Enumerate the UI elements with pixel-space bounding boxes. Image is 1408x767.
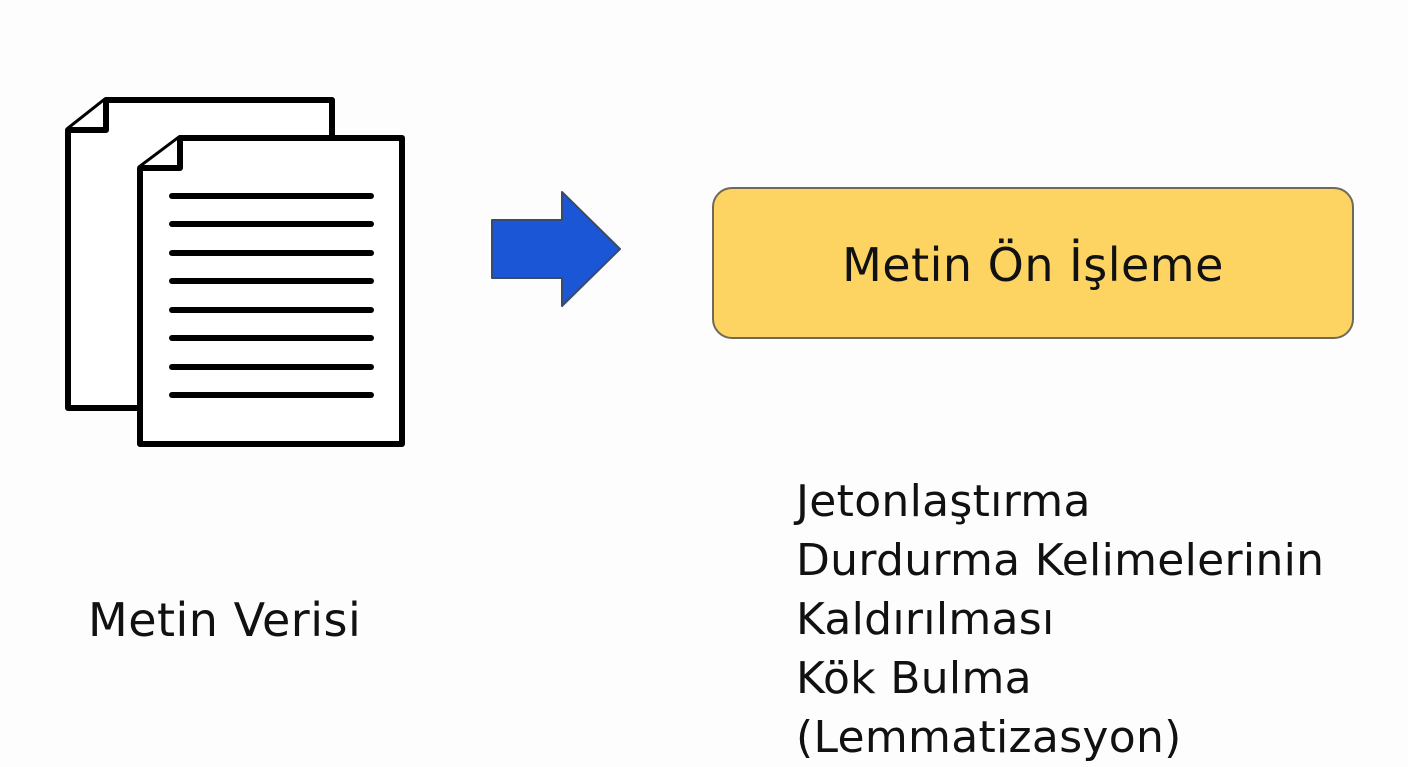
documents-icon — [64, 96, 410, 450]
step-item: (Lemmatizasyon) — [796, 712, 1182, 763]
process-box: Metin Ön İşleme — [712, 187, 1354, 339]
step-item: Kaldırılması — [796, 594, 1055, 645]
step-item: Durdurma Kelimelerinin — [796, 535, 1325, 586]
arrow-right-icon — [490, 190, 622, 308]
steps-list: Jetonlaştırma Durdurma Kelimelerinin Kal… — [796, 472, 1324, 767]
step-item: Kök Bulma — [796, 653, 1032, 704]
process-title: Metin Ön İşleme — [842, 238, 1224, 292]
step-item: Jetonlaştırma — [796, 476, 1091, 527]
source-label: Metin Verisi — [88, 593, 362, 647]
